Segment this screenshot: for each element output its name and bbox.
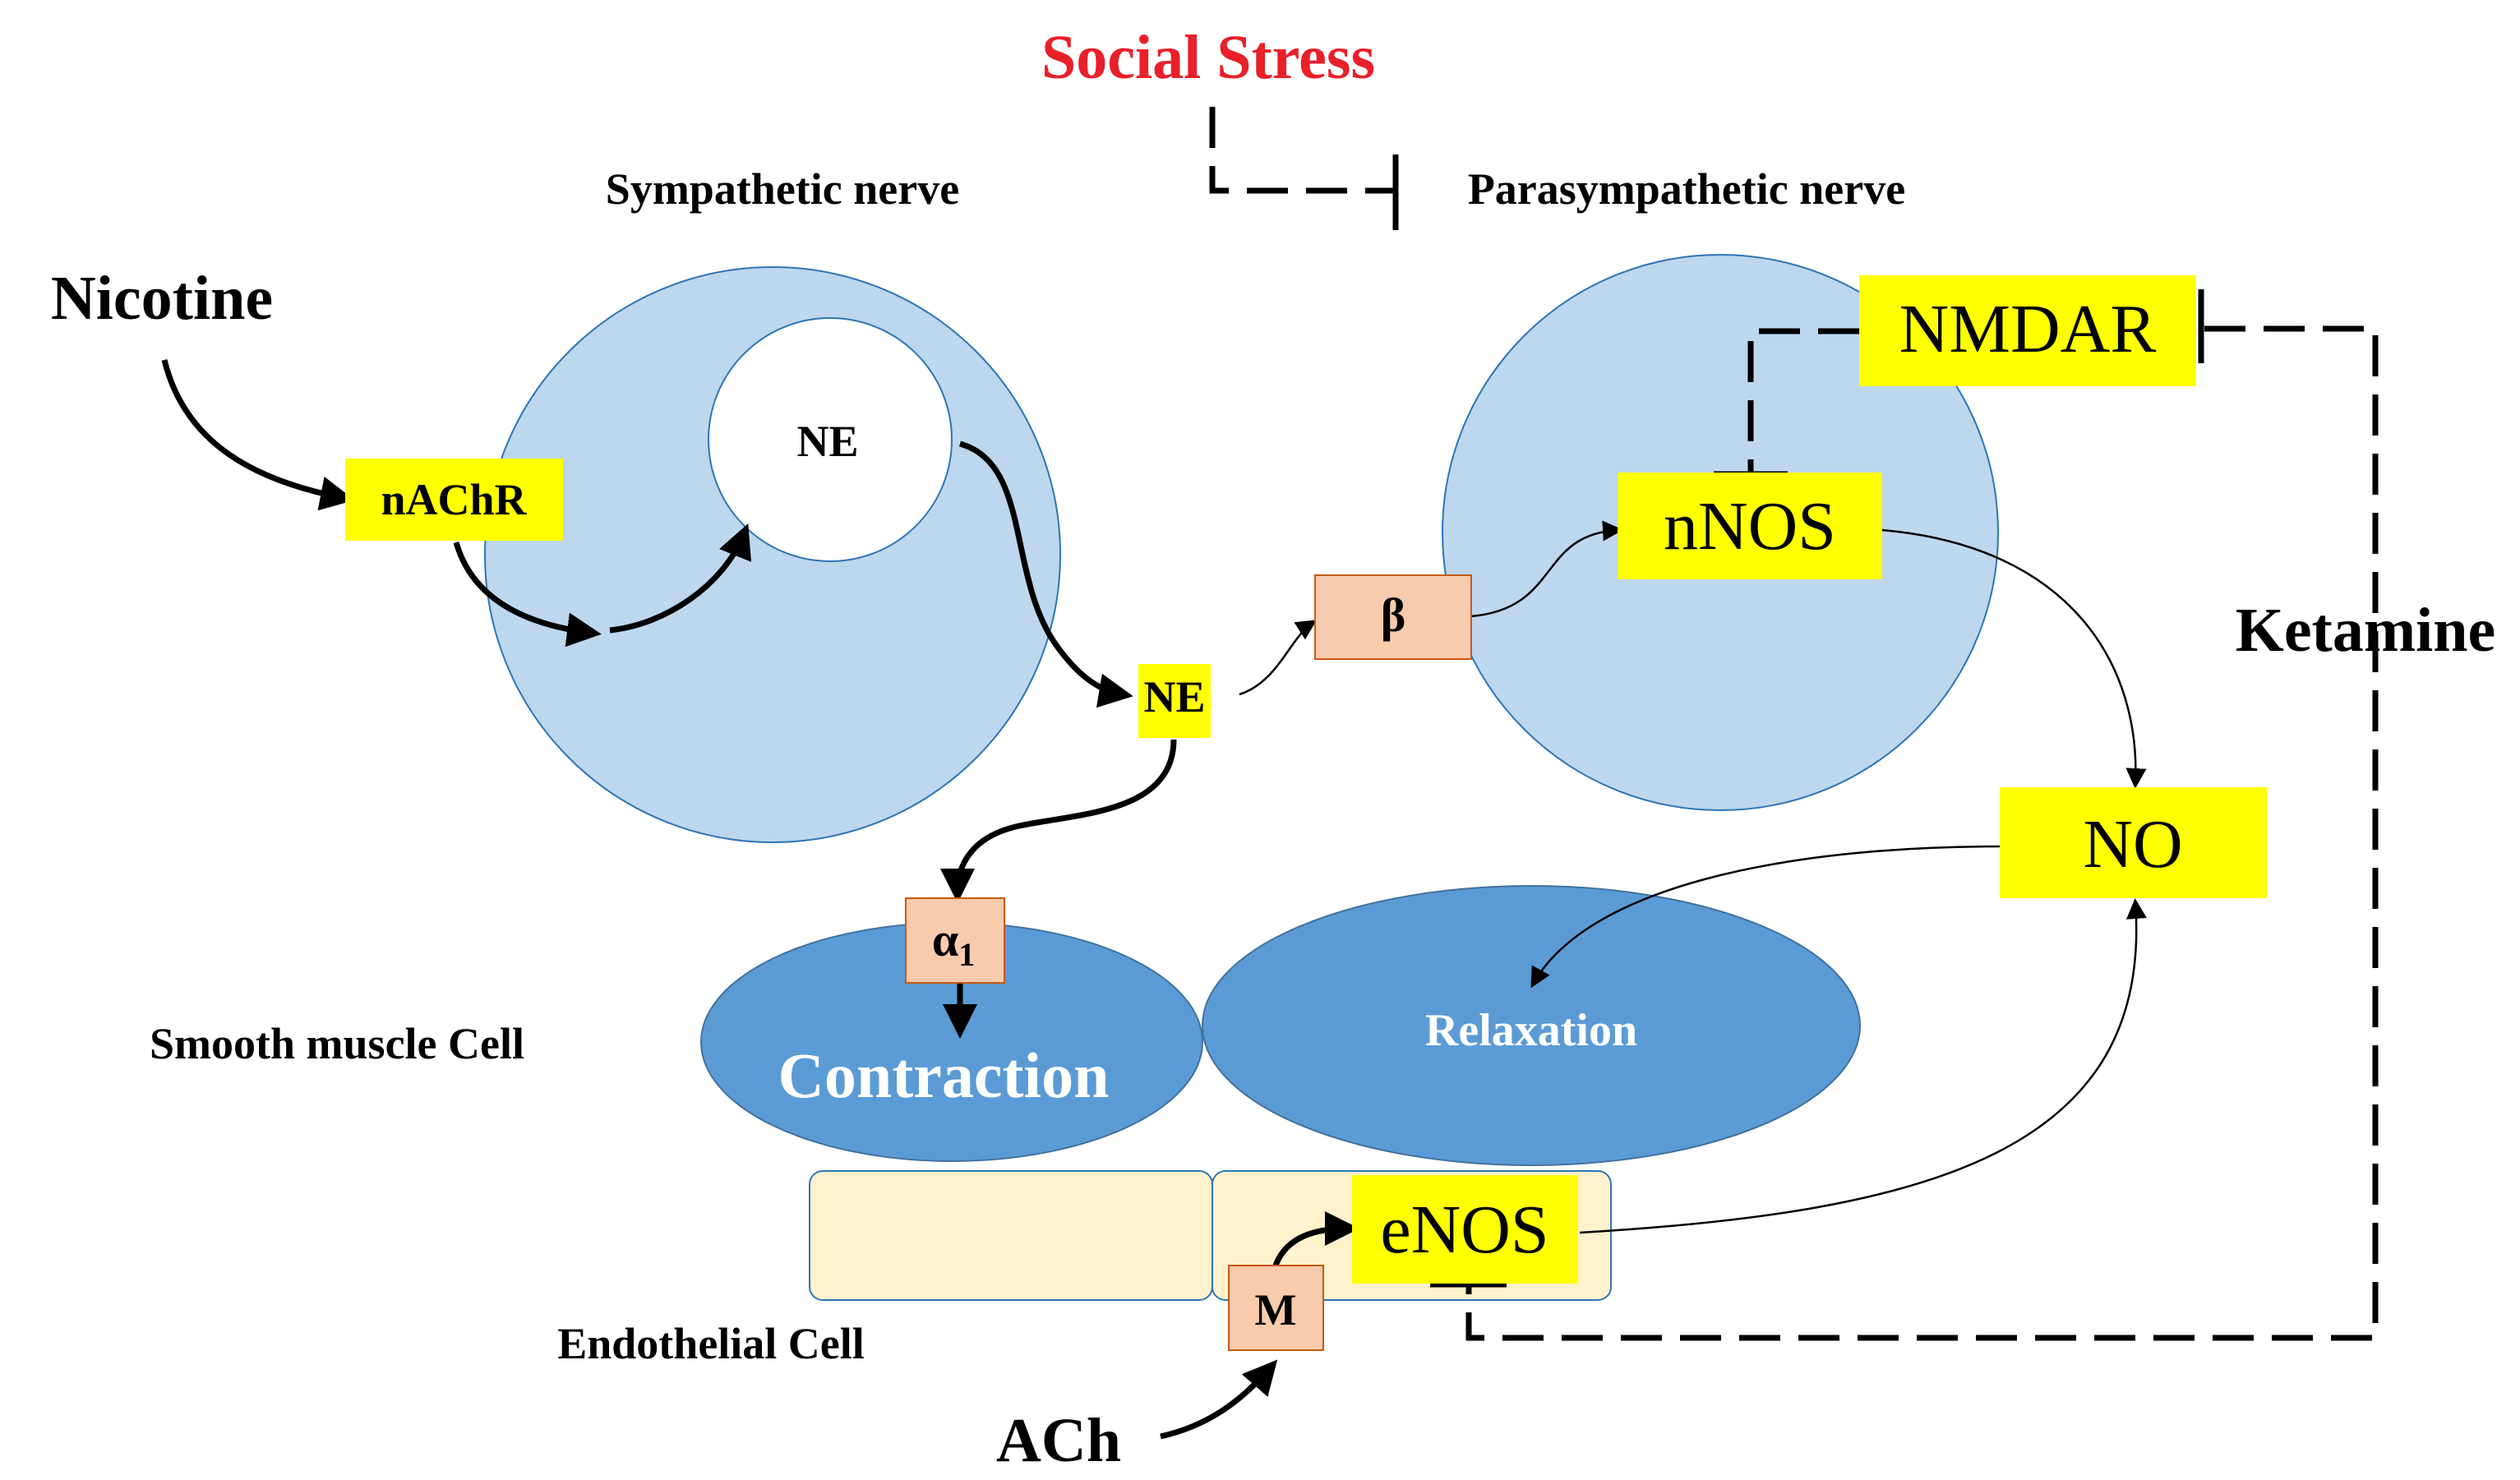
midpoint-to-vesicle-arrow bbox=[609, 523, 751, 634]
m-label: M bbox=[1255, 1285, 1297, 1335]
beta-receptor-box bbox=[1314, 574, 1472, 660]
ne-to-alpha1-arrow bbox=[940, 739, 1177, 903]
endothelial-cell-label: Endothelial Cell bbox=[557, 1319, 865, 1368]
relaxation-label: Relaxation bbox=[1425, 1005, 1637, 1056]
no-box bbox=[2000, 787, 2267, 898]
ach-to-m-arrow bbox=[1160, 1359, 1278, 1440]
nachr-box bbox=[345, 459, 563, 541]
nmdar-box bbox=[1859, 275, 2196, 386]
nicotine-label: Nicotine bbox=[51, 264, 273, 333]
beta-label: β bbox=[1381, 588, 1406, 642]
alpha-subscript: 1 bbox=[958, 936, 975, 973]
vesicle-to-ne-arrow bbox=[959, 440, 1133, 708]
nachr-to-midpoint-arrow bbox=[453, 542, 602, 648]
ne-to-beta-arrow bbox=[1239, 620, 1318, 696]
m-to-enos-arrow bbox=[1272, 1211, 1359, 1267]
m-receptor-box bbox=[1228, 1265, 1324, 1351]
enos-to-no-arrow bbox=[1579, 898, 2147, 1234]
social-stress-label: Social Stress bbox=[1041, 23, 1375, 92]
nachr-label: nAChR bbox=[381, 475, 527, 524]
sympathetic-nerve-label: Sympathetic nerve bbox=[606, 164, 959, 214]
ne-vesicle bbox=[708, 317, 953, 562]
endothelial-cell-left bbox=[809, 1170, 1213, 1301]
parasympathetic-nerve-label: Parasympathetic nerve bbox=[1468, 164, 1905, 214]
nicotine-to-nachr-arrow bbox=[161, 359, 355, 511]
nnos-label: nNOS bbox=[1664, 488, 1836, 565]
contraction-label: Contraction bbox=[778, 1040, 1110, 1111]
no-label: NO bbox=[2083, 806, 2182, 883]
nmdar-inhibition-line bbox=[1747, 328, 1859, 473]
nmdar-label: NMDAR bbox=[1899, 291, 2157, 367]
ne-released-box bbox=[1138, 664, 1211, 738]
nnos-box bbox=[1618, 473, 1882, 579]
ach-label: ACh bbox=[996, 1406, 1121, 1475]
relaxation-cell bbox=[1202, 885, 1861, 1166]
ne-released-label: NE bbox=[1143, 672, 1205, 722]
ketamine-inhibition-line bbox=[1465, 325, 2379, 1341]
social-stress-inhibition-line bbox=[1209, 107, 1396, 194]
no-to-relaxation-arrow bbox=[1530, 845, 2001, 989]
beta-to-nnos-arrow bbox=[1470, 520, 1623, 618]
enos-label: eNOS bbox=[1380, 1192, 1548, 1268]
alpha1-label: α1 bbox=[932, 913, 975, 973]
enos-box bbox=[1352, 1175, 1578, 1284]
ketamine-label: Ketamine bbox=[2236, 596, 2496, 665]
nnos-to-no-arrow bbox=[1881, 528, 2147, 789]
ne-vesicle-label: NE bbox=[796, 417, 858, 466]
alpha-symbol: α bbox=[932, 913, 958, 966]
smooth-muscle-cell-label: Smooth muscle Cell bbox=[150, 1019, 524, 1068]
alpha1-receptor-box bbox=[905, 897, 1005, 984]
